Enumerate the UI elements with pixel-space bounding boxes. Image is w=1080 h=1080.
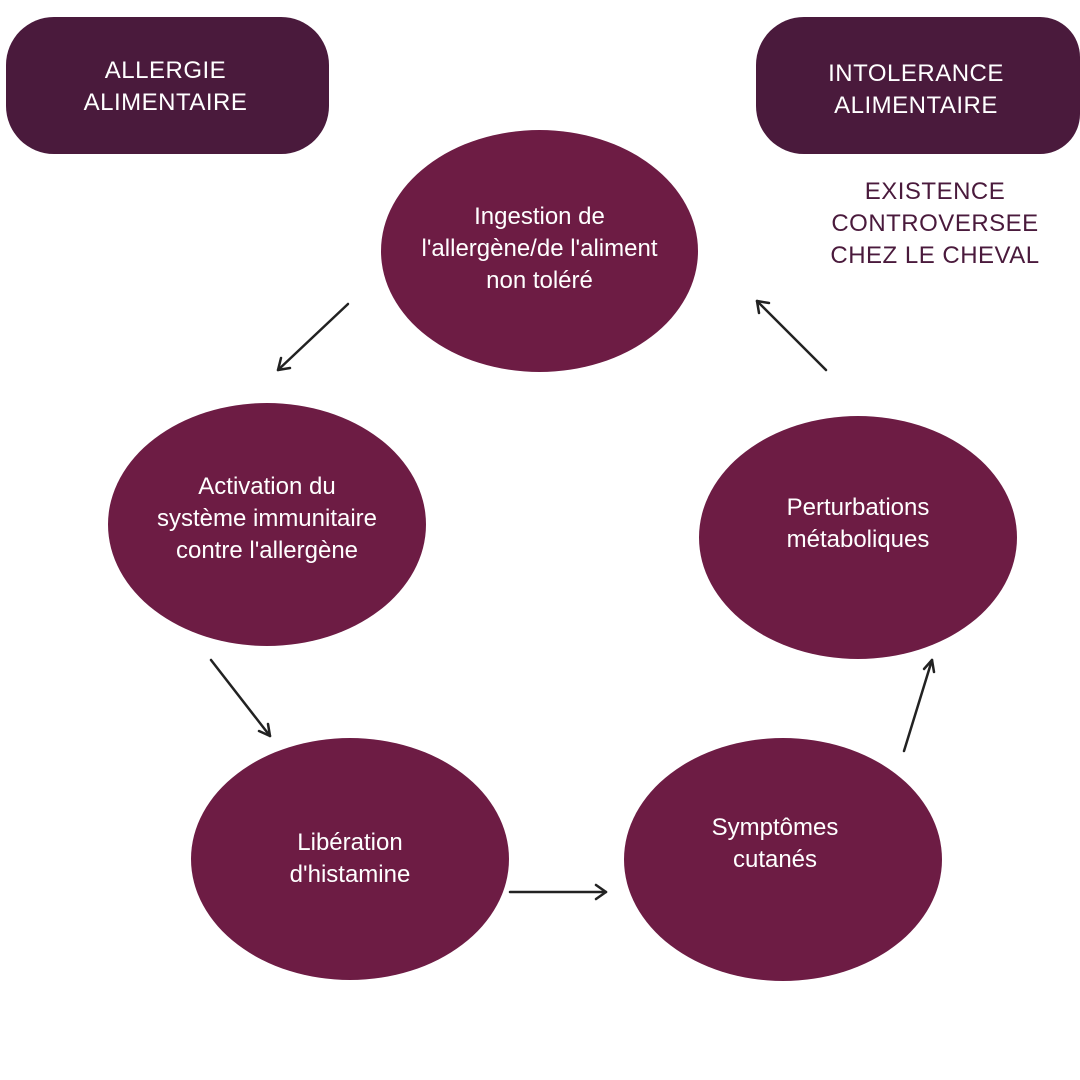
node-symptomes-line-2: cutanés — [732, 845, 818, 873]
arrow-liberation-to-symptomes — [508, 883, 608, 901]
intolerance-line-2: ALIMENTAIRE — [834, 91, 998, 119]
node-liberation: Libération d'histamine — [191, 738, 509, 980]
node-perturbations: Perturbations métaboliques — [699, 416, 1017, 659]
arrow-ingestion-to-activation — [276, 302, 350, 372]
node-perturbations-line-1: Perturbations — [786, 493, 930, 521]
intolerance-alimentaire-label: INTOLERANCE ALIMENTAIRE — [756, 17, 1080, 154]
node-ingestion-line-1: Ingestion de — [474, 203, 605, 230]
node-ingestion-line-2: l'allergène/de l'aliment — [421, 235, 658, 262]
allergie-line-2: ALIMENTAIRE — [83, 89, 248, 116]
allergie-alimentaire-label: ALLERGIE ALIMENTAIRE — [6, 17, 329, 154]
arrow-activation-to-liberation — [209, 658, 272, 738]
controverse-note: EXISTENCE CONTROVERSEE CHEZ LE CHEVAL — [810, 176, 1060, 272]
node-liberation-line-2: d'histamine — [289, 861, 411, 888]
note-line-2: CONTROVERSEE — [831, 210, 1039, 237]
allergie-line-1: ALLERGIE — [104, 57, 227, 84]
note-line-3: CHEZ LE CHEVAL — [830, 242, 1040, 269]
node-activation-line-3: contre l'allergène — [175, 536, 359, 564]
note-line-1: EXISTENCE — [864, 178, 1006, 205]
node-activation-line-1: Activation du — [198, 472, 336, 500]
node-activation-line-2: système immunitaire — [156, 504, 378, 532]
arrow-perturbations-to-ingestion — [755, 299, 828, 372]
node-perturbations-line-2: métaboliques — [786, 525, 930, 553]
node-symptomes-line-1: Symptômes — [711, 813, 839, 841]
node-ingestion: Ingestion de l'allergène/de l'aliment no… — [381, 130, 698, 372]
intolerance-line-1: INTOLERANCE — [828, 59, 1004, 87]
node-activation: Activation du système immunitaire contre… — [108, 403, 426, 646]
node-liberation-line-1: Libération — [297, 829, 403, 856]
node-ingestion-line-3: non toléré — [486, 267, 593, 294]
node-symptomes: Symptômes cutanés — [624, 738, 942, 981]
arrow-symptomes-to-perturbations — [902, 658, 936, 753]
